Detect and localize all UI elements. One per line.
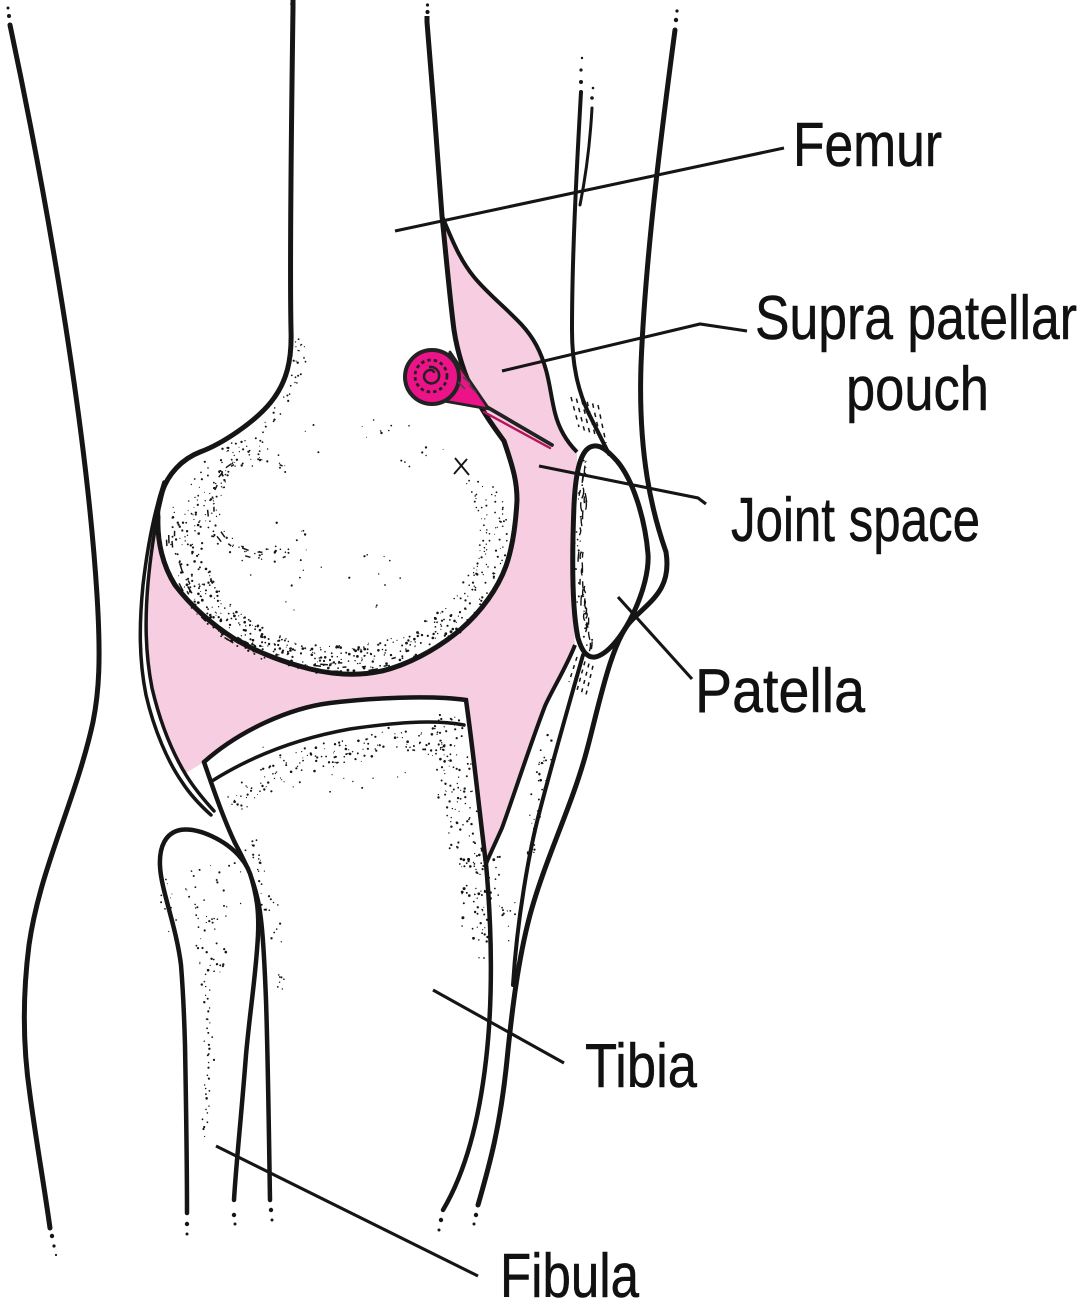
svg-text:Patella: Patella <box>695 657 865 726</box>
svg-text:Joint space: Joint space <box>731 486 980 555</box>
svg-text:pouch: pouch <box>846 355 989 424</box>
svg-text:Fibula: Fibula <box>500 1242 639 1311</box>
svg-text:Femur: Femur <box>793 111 942 180</box>
svg-text:Supra patellar: Supra patellar <box>755 284 1077 353</box>
svg-text:Tibia: Tibia <box>585 1032 697 1101</box>
